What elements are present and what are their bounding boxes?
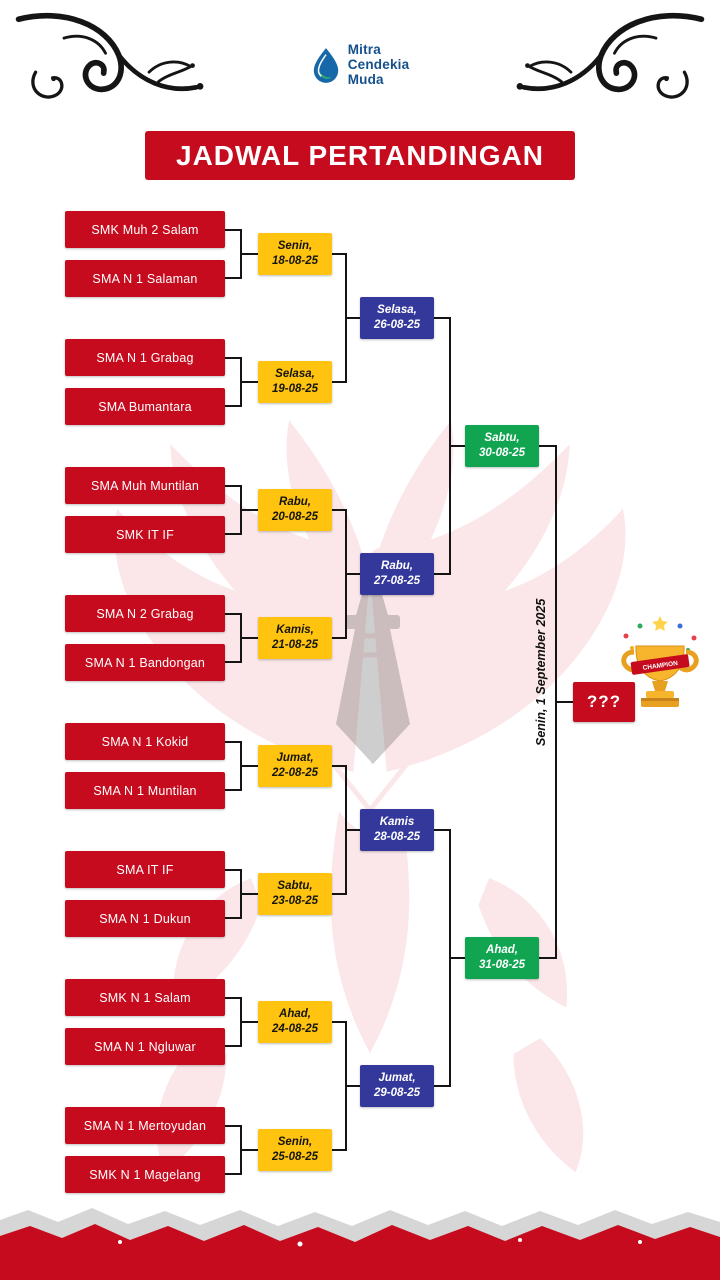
champion-ribbon-label: CHAMPION bbox=[642, 660, 678, 672]
logo: Mitra Cendekia Muda bbox=[0, 42, 720, 87]
page-title: JADWAL PERTANDINGAN bbox=[176, 139, 544, 171]
logo-line-2: Cendekia bbox=[347, 57, 410, 73]
logo-mark-icon bbox=[313, 47, 338, 83]
logo-line-1: Mitra bbox=[347, 42, 381, 57]
logo-line-3: Muda bbox=[347, 72, 384, 88]
round1-date-1: Senin,18-08-25 bbox=[258, 233, 332, 275]
round1-date-4: Kamis,21-08-25 bbox=[258, 617, 332, 659]
round1-date-2: Selasa,19-08-25 bbox=[258, 361, 332, 403]
team-box-2: SMA N 1 Salaman bbox=[65, 260, 225, 297]
round1-date-6: Sabtu,23-08-25 bbox=[258, 873, 332, 915]
semifinal-date-1: Sabtu,30-08-25 bbox=[465, 425, 539, 467]
team-box-4: SMA Bumantara bbox=[65, 388, 225, 425]
team-box-10: SMA N 1 Muntilan bbox=[65, 772, 225, 809]
corner-flourish-right-icon bbox=[516, 12, 705, 99]
final-schedule-label: Senin, 1 September 2025 bbox=[534, 598, 548, 746]
semifinal-date-2: Ahad,31-08-25 bbox=[465, 937, 539, 979]
logo-text: Mitra Cendekia Muda bbox=[348, 42, 410, 87]
team-box-8: SMA N 1 Bandongan bbox=[65, 644, 225, 681]
team-box-5: SMA Muh Muntilan bbox=[65, 467, 225, 504]
team-box-16: SMK N 1 Magelang bbox=[65, 1156, 225, 1193]
round1-date-3: Rabu,20-08-25 bbox=[258, 489, 332, 531]
team-box-14: SMA N 1 Ngluwar bbox=[65, 1028, 225, 1065]
trophy-icon: CHAMPION bbox=[621, 616, 699, 707]
team-box-12: SMA N 1 Dukun bbox=[65, 900, 225, 937]
champion-placeholder-box: ??? bbox=[573, 682, 635, 722]
team-box-1: SMK Muh 2 Salam bbox=[65, 211, 225, 248]
corner-flourish-left-icon bbox=[15, 12, 204, 99]
title-banner: JADWAL PERTANDINGAN bbox=[145, 131, 575, 180]
round2-date-2: Rabu,27-08-25 bbox=[360, 553, 434, 595]
team-box-7: SMA N 2 Grabag bbox=[65, 595, 225, 632]
torn-paper-edge bbox=[0, 1208, 720, 1280]
round1-date-7: Ahad,24-08-25 bbox=[258, 1001, 332, 1043]
team-box-13: SMK N 1 Salam bbox=[65, 979, 225, 1016]
round2-date-4: Jumat,29-08-25 bbox=[360, 1065, 434, 1107]
round1-date-5: Jumat,22-08-25 bbox=[258, 745, 332, 787]
team-box-15: SMA N 1 Mertoyudan bbox=[65, 1107, 225, 1144]
team-box-9: SMA N 1 Kokid bbox=[65, 723, 225, 760]
team-box-11: SMA IT IF bbox=[65, 851, 225, 888]
team-box-3: SMA N 1 Grabag bbox=[65, 339, 225, 376]
round1-date-8: Senin,25-08-25 bbox=[258, 1129, 332, 1171]
round2-date-1: Selasa,26-08-25 bbox=[360, 297, 434, 339]
team-box-6: SMK IT IF bbox=[65, 516, 225, 553]
